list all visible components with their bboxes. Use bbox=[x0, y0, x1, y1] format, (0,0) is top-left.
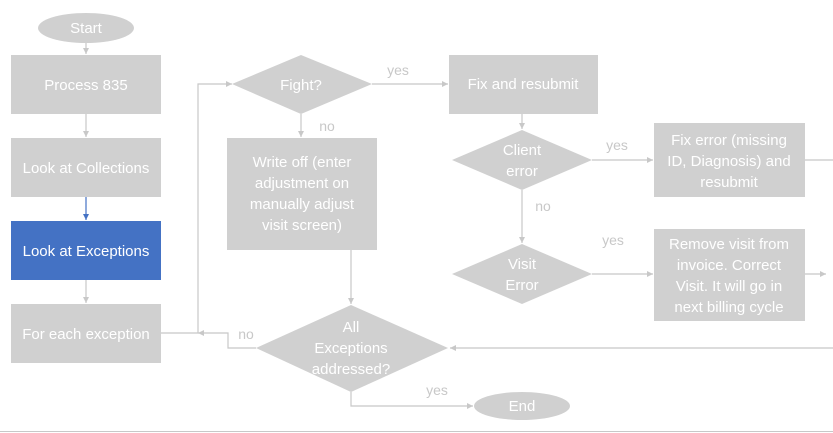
all-exceptions-decision bbox=[256, 305, 448, 392]
label-line: next billing cycle bbox=[674, 299, 783, 316]
label-line: Client bbox=[503, 142, 542, 159]
fix-resubmit-label: Fix and resubmit bbox=[468, 76, 580, 93]
fight-no-label: no bbox=[319, 118, 335, 134]
edge-labels: yes no yes no yes no yes bbox=[238, 62, 628, 398]
label-line: All bbox=[343, 319, 360, 336]
all-no-label: no bbox=[238, 326, 254, 342]
client-error-decision bbox=[452, 130, 592, 190]
end-terminator bbox=[474, 392, 570, 420]
client-error-label: Client error bbox=[503, 142, 542, 180]
for-each-box bbox=[11, 304, 161, 363]
label-line: error bbox=[506, 163, 538, 180]
label-line: invoice. Correct bbox=[677, 257, 782, 274]
edge-all-yes bbox=[350, 392, 473, 409]
start-label: Start bbox=[70, 20, 103, 37]
connectors bbox=[83, 43, 833, 409]
fight-label: Fight? bbox=[280, 77, 322, 94]
label-line: Exceptions bbox=[314, 340, 387, 357]
label-line: Fix error (missing bbox=[671, 132, 787, 149]
label-line: Write off (enter bbox=[253, 154, 352, 171]
label-line: resubmit bbox=[700, 174, 758, 191]
for-each-label: For each exception bbox=[22, 326, 150, 343]
all-yes-label: yes bbox=[426, 382, 448, 398]
remove-visit-box bbox=[654, 229, 805, 321]
node-labels: Start Process 835 Look at Collections Lo… bbox=[22, 20, 790, 415]
label-line: addressed? bbox=[312, 361, 390, 378]
process-835-box bbox=[11, 55, 161, 114]
client-yes-label: yes bbox=[606, 137, 628, 153]
write-off-label: Write off (enter adjustment on manually ad… bbox=[250, 154, 355, 234]
start-terminator bbox=[38, 13, 134, 43]
label-line: Visit. It will go in bbox=[676, 278, 782, 295]
edge-foreach-to-fight bbox=[161, 81, 232, 334]
label-line: ID, Diagnosis) and bbox=[667, 153, 790, 170]
edge-right-return bbox=[450, 345, 833, 351]
label-line: Remove visit from bbox=[669, 236, 789, 253]
fix-resubmit-box bbox=[449, 55, 598, 114]
label-line: Error bbox=[505, 277, 538, 294]
process-835-label: Process 835 bbox=[44, 77, 127, 94]
label-line: adjustment on bbox=[255, 175, 349, 192]
look-exceptions-box bbox=[11, 221, 161, 280]
fix-error-box bbox=[654, 123, 805, 197]
edge-all-no bbox=[198, 330, 256, 349]
fight-yes-label: yes bbox=[387, 62, 409, 78]
visit-error-decision bbox=[452, 244, 592, 304]
fight-decision bbox=[232, 55, 372, 114]
client-no-label: no bbox=[535, 198, 551, 214]
look-collections-label: Look at Collections bbox=[23, 160, 150, 177]
shapes bbox=[11, 13, 805, 420]
bottom-divider bbox=[0, 431, 833, 432]
write-off-box bbox=[227, 138, 377, 250]
look-exceptions-label: Look at Exceptions bbox=[23, 243, 150, 260]
label-line: manually adjust bbox=[250, 196, 355, 213]
look-collections-box bbox=[11, 138, 161, 197]
label-line: visit screen) bbox=[262, 217, 342, 234]
visit-yes-label: yes bbox=[602, 232, 624, 248]
label-line: Visit bbox=[508, 256, 537, 273]
end-label: End bbox=[509, 398, 536, 415]
